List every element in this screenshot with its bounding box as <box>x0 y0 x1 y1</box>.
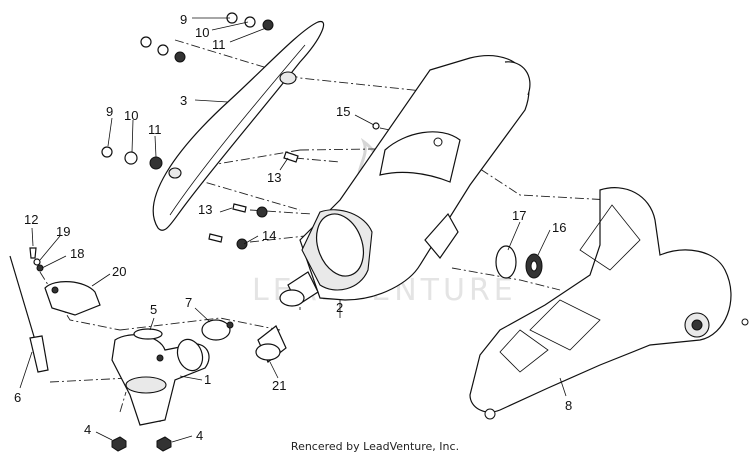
callout-4-left: 4 <box>84 422 91 437</box>
callout-13-lower: 13 <box>198 202 212 217</box>
callout-9-left: 9 <box>106 104 113 119</box>
callout-17: 17 <box>512 208 526 223</box>
callout-15: 15 <box>336 104 350 119</box>
render-credit: Rencered by LeadVenture, Inc. <box>290 440 460 453</box>
muffler <box>279 55 531 307</box>
callout-20: 20 <box>112 264 126 279</box>
callout-11-left: 11 <box>148 122 162 137</box>
leader-lines <box>19 17 567 443</box>
callout-19: 19 <box>56 224 70 239</box>
callout-2: 2 <box>336 300 343 315</box>
callout-11-top: 11 <box>212 37 226 52</box>
callout-8: 8 <box>565 398 572 413</box>
exhaust-nuts <box>111 436 172 452</box>
callout-13-upper: 13 <box>267 170 281 185</box>
muffler-bolts <box>208 122 380 250</box>
callout-21: 21 <box>272 378 286 393</box>
callout-16: 16 <box>552 220 566 235</box>
callout-labels: 9 10 11 3 9 10 11 15 13 13 14 2 17 16 8 … <box>14 12 572 443</box>
gasket-clamp-sleeve <box>133 319 287 363</box>
callout-1: 1 <box>204 372 211 387</box>
callout-5: 5 <box>150 302 157 317</box>
exhaust-elbow <box>111 334 210 426</box>
callout-10-top: 10 <box>195 25 209 40</box>
left-fastener-set <box>101 146 163 170</box>
callout-6: 6 <box>14 390 21 405</box>
callout-10-left: 10 <box>124 108 138 123</box>
callout-18: 18 <box>70 246 84 261</box>
swing-arm-bracket <box>469 187 749 420</box>
callout-4-right: 4 <box>196 428 203 443</box>
callout-3: 3 <box>180 93 187 108</box>
callout-14: 14 <box>262 228 276 243</box>
seal-and-circlip <box>495 245 543 279</box>
callout-7: 7 <box>185 295 192 310</box>
heat-shield <box>152 20 325 231</box>
callout-9-top: 9 <box>180 12 187 27</box>
callout-12: 12 <box>24 212 38 227</box>
sensor-assembly <box>9 247 101 373</box>
